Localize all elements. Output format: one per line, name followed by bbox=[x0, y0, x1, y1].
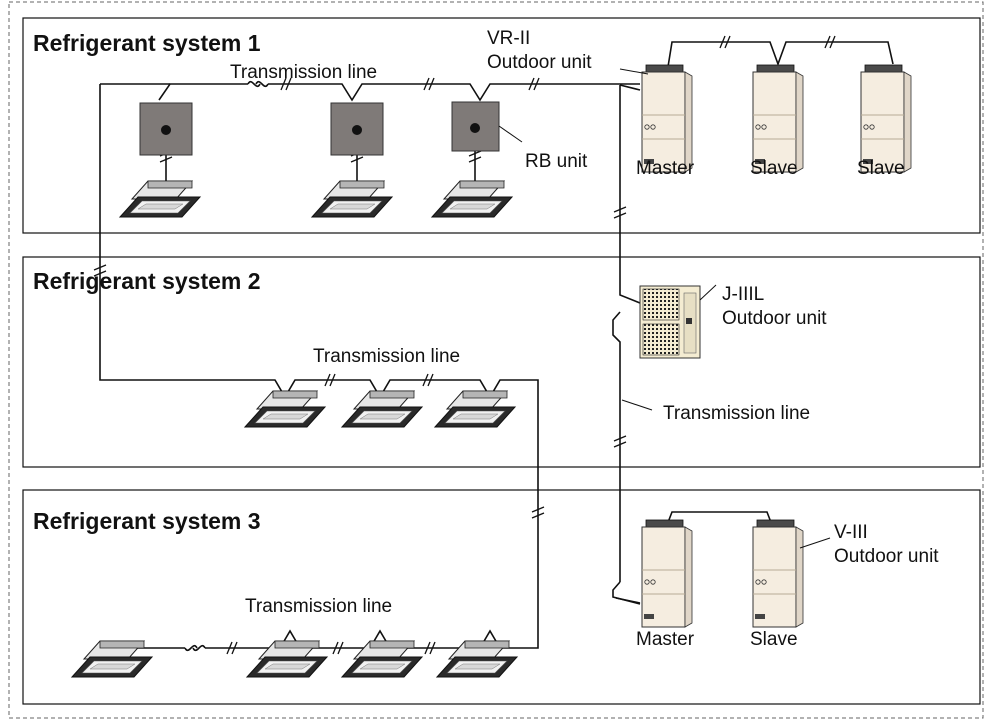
rb-unit-icon bbox=[451, 101, 500, 152]
ceiling-cassette-icon bbox=[434, 390, 516, 428]
system-1-title: Refrigerant system 1 bbox=[33, 30, 261, 56]
master-label-1: Master bbox=[636, 158, 695, 179]
ceiling-cassette-icon bbox=[119, 180, 201, 218]
rb-unit-icon bbox=[330, 102, 384, 156]
j3l-outdoor-unit-icon bbox=[639, 285, 701, 359]
ceiling-cassette-icon bbox=[71, 640, 153, 678]
ceiling-cassette-icon bbox=[246, 640, 328, 678]
slave-label-3: Slave bbox=[750, 629, 798, 650]
vr2-outdoor-label: Outdoor unit bbox=[487, 52, 592, 73]
system-2-title: Refrigerant system 2 bbox=[33, 268, 261, 294]
ceiling-cassette-icon bbox=[341, 390, 423, 428]
transmission-line-label-3: Transmission line bbox=[663, 403, 810, 424]
j3l-outdoor-label: Outdoor unit bbox=[722, 308, 827, 329]
vr2-leader-line bbox=[619, 68, 649, 75]
transmission-line-label-1: Transmission line bbox=[230, 62, 377, 83]
system-3-box bbox=[22, 489, 981, 705]
vrf-outdoor-unit-icon bbox=[641, 519, 693, 628]
outer-dashed-border bbox=[8, 1, 984, 719]
vrf-outdoor-unit-icon bbox=[752, 519, 804, 628]
transmission-line-leader bbox=[621, 399, 653, 411]
transmission-line-label-2: Transmission line bbox=[313, 346, 460, 367]
ceiling-cassette-icon bbox=[436, 640, 518, 678]
v3-outdoor-label: Outdoor unit bbox=[834, 546, 939, 567]
slave-label-2: Slave bbox=[857, 158, 905, 179]
diagram-labels: Transmission line VR-II Outdoor unit RB … bbox=[230, 28, 939, 650]
vrf-outdoor-unit-icon bbox=[860, 64, 912, 173]
transmission-line-label-4: Transmission line bbox=[245, 596, 392, 617]
vrf-outdoor-unit-icon bbox=[752, 64, 804, 173]
ceiling-cassette-icon bbox=[311, 180, 393, 218]
rb-unit-leader-line bbox=[498, 125, 523, 143]
ceiling-cassette-icon bbox=[341, 640, 423, 678]
rb-unit-icon bbox=[139, 102, 193, 156]
system-1-box bbox=[22, 17, 981, 234]
master-label-2: Master bbox=[636, 629, 695, 650]
system-2-box bbox=[22, 256, 981, 468]
j3l-leader-line bbox=[699, 284, 717, 301]
v3-leader-line bbox=[799, 537, 831, 549]
slave-label-1: Slave bbox=[750, 158, 798, 179]
wire-tick-marks bbox=[93, 35, 836, 655]
vr2-model-label: VR-II bbox=[487, 28, 530, 49]
ceiling-cassette-icon bbox=[244, 390, 326, 428]
system-3-title: Refrigerant system 3 bbox=[33, 508, 261, 534]
j3l-model-label: J-IIIL bbox=[722, 284, 764, 305]
vrf-outdoor-unit-icon bbox=[641, 64, 693, 173]
v3-model-label: V-III bbox=[834, 522, 868, 543]
ceiling-cassette-icon bbox=[431, 180, 513, 218]
rb-unit-label: RB unit bbox=[525, 151, 588, 172]
